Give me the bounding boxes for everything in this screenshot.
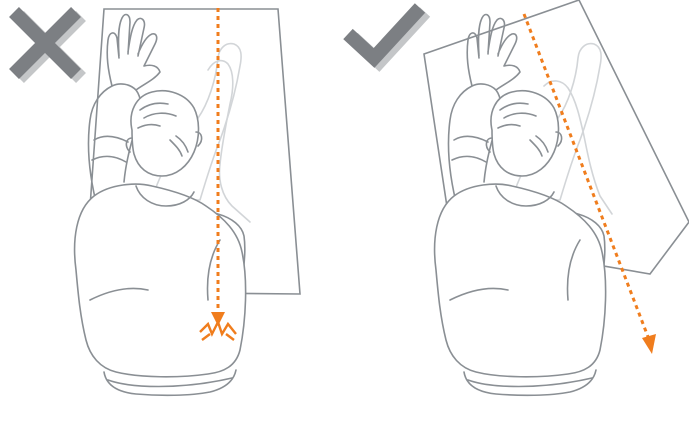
check-icon bbox=[348, 8, 425, 62]
arrow-head bbox=[642, 334, 656, 354]
incorrect-panel bbox=[14, 8, 300, 395]
correct-panel bbox=[348, 0, 689, 395]
cross-icon bbox=[14, 12, 81, 78]
